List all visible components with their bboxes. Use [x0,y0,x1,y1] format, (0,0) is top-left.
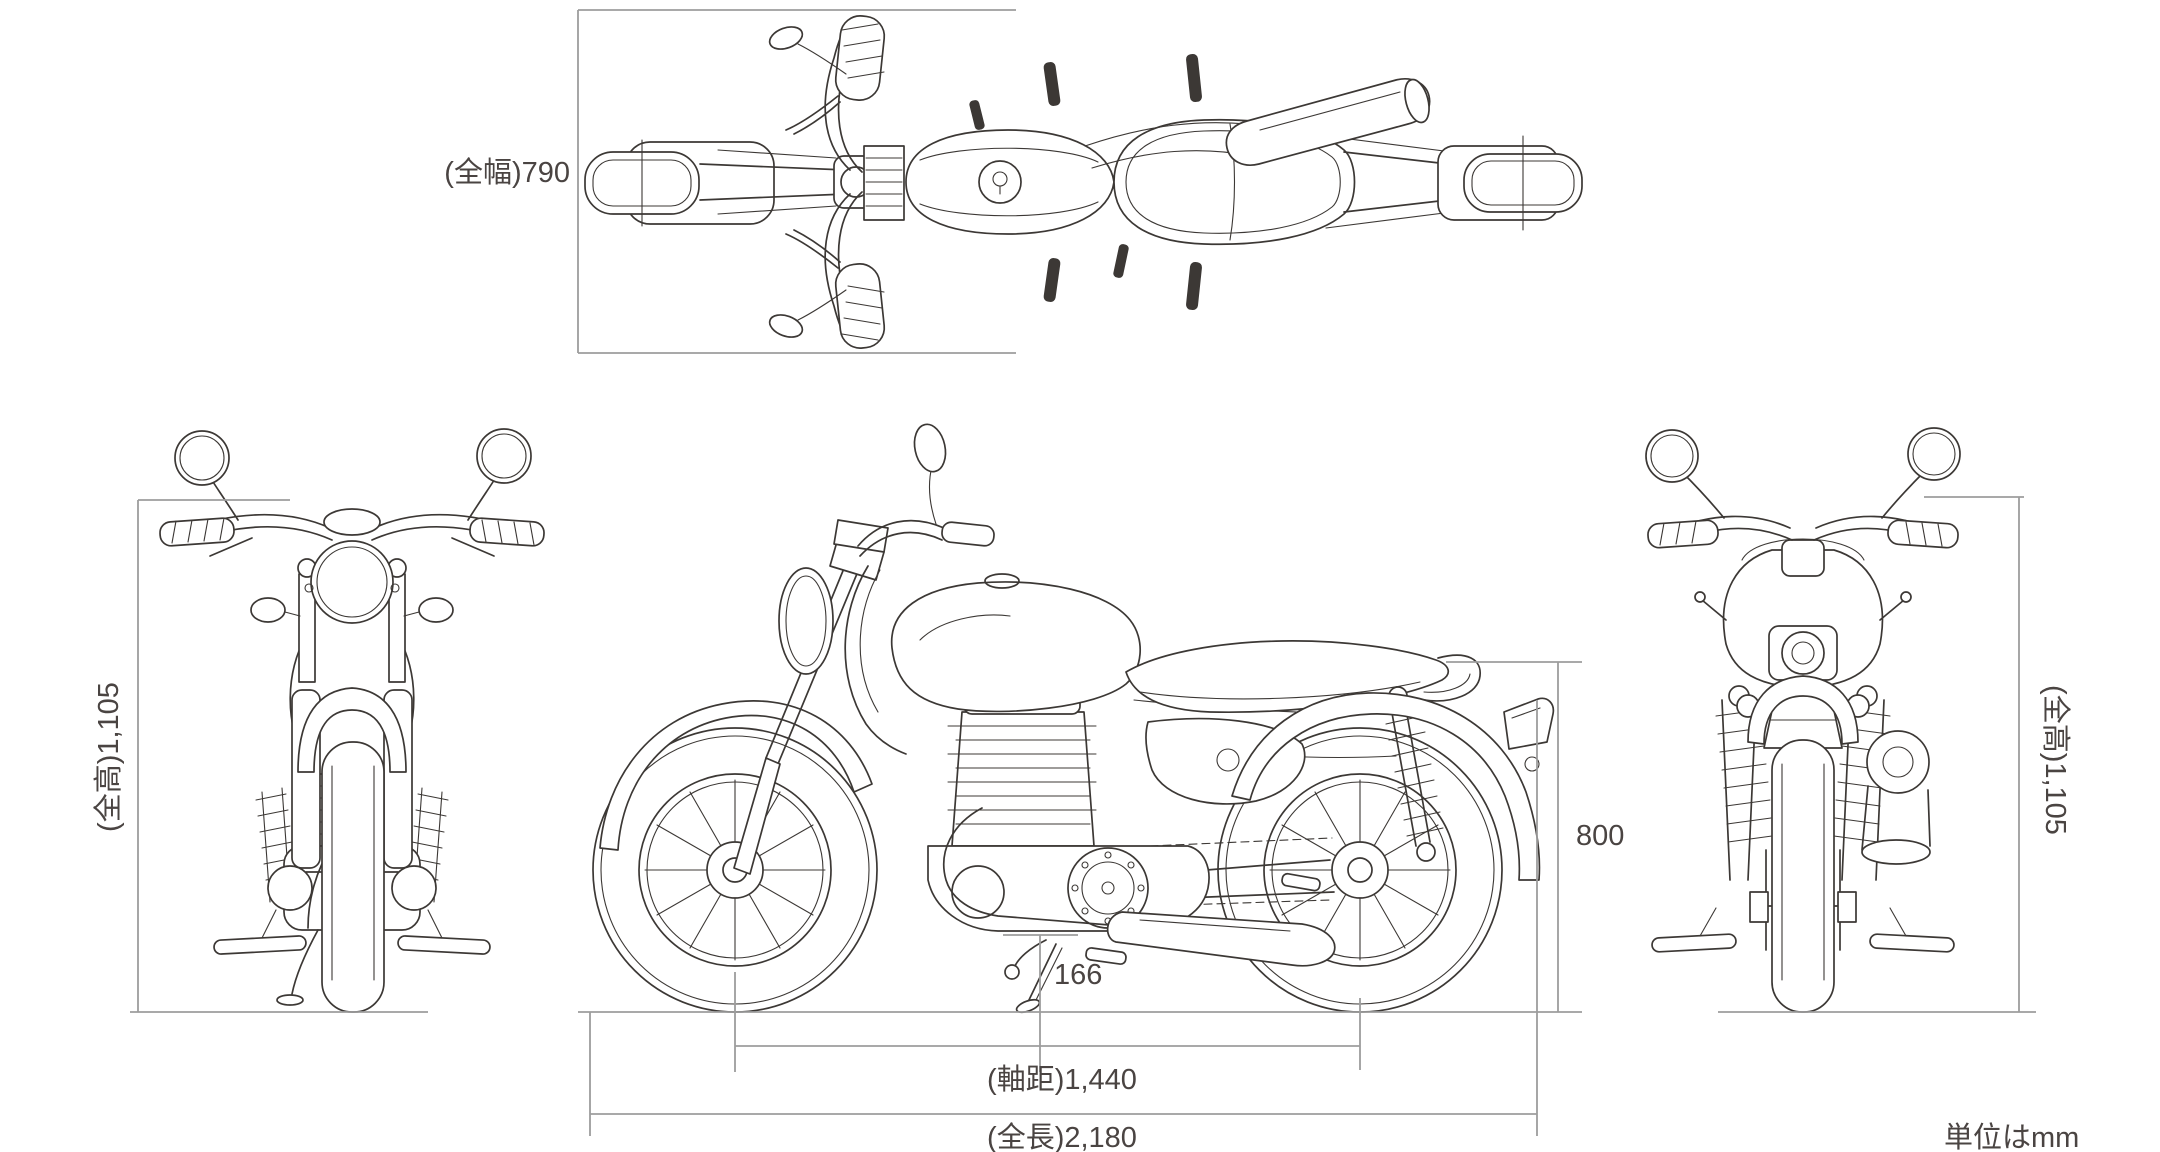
rear-tire [1747,675,1859,1013]
ground-clearance-label: 166 [1054,959,1102,991]
rear-handlebar [1647,515,1959,577]
front-left-grip [159,517,235,547]
overall-width-label: (全幅)790 [444,156,570,189]
front-height-dimension: (全高)1,105 [92,499,428,1013]
footpegs-top [969,53,1202,311]
front-footpegs [213,909,491,955]
side-rear-wheel [1217,727,1503,1013]
rear-height-dimension: (全高)1,105 [1718,496,2072,1013]
ground-clearance-dimension: 166 [1003,934,1102,1072]
side-taillight [1503,697,1555,750]
side-rear-fender [1231,692,1555,881]
exhaust-muffler-top [1084,78,1431,169]
side-grab-rail [1423,654,1481,702]
overall-width-dimension: (全幅)790 [444,9,1016,354]
rear-taillight [1781,631,1825,675]
dimension-annotations: (全幅)790 (全高)1,105 166 800 (軸距)1,440 [92,9,2079,1152]
side-fuel-cap [984,573,1020,589]
wheelbase-label: (軸距)1,440 [987,1063,1137,1096]
wheelbase-dimension: (軸距)1,440 [734,972,1361,1096]
front-headlight [304,540,400,624]
rear-mirrors [1645,427,1961,519]
rear-right-grip [1887,519,1959,549]
front-mirrors [174,428,532,521]
rear-tail-body [1694,538,1912,689]
seat-height-dimension: 800 [1446,661,1624,1012]
rear-view [1645,427,1961,1013]
rear-wheel-top [1437,135,1583,231]
front-turn-signals [250,597,454,623]
units-note: 単位はmm [1944,1121,2079,1152]
front-handlebar [159,508,545,557]
front-height-label: (全高)1,105 [92,682,125,832]
front-wheel-top [584,139,775,227]
front-speedometer [323,508,381,536]
front-view [159,428,545,1013]
rear-height-label: (全高)1,105 [2039,685,2072,835]
handlebar-top [768,15,886,349]
front-right-grip [469,517,545,547]
side-exhaust [942,807,1336,967]
top-view [584,15,1583,349]
left-grip-top [834,15,886,101]
side-headlight [778,519,889,675]
rear-footpegs [1651,907,1955,953]
seat-height-label: 800 [1576,820,1624,852]
fuel-tank-top [905,129,1115,235]
side-front-fender [599,700,873,851]
overall-length-label: (全長)2,180 [987,1121,1137,1152]
rear-left-grip [1647,519,1719,549]
overall-length-dimension: (全長)2,180 [589,700,1538,1152]
left-mirror-top [768,26,804,50]
side-view [592,423,1555,1014]
side-pegs-stand [1004,872,1321,1014]
right-grip-top [834,263,886,349]
side-handlebar-mirror [857,423,995,557]
rear-muffler [1861,730,1931,865]
side-fuel-tank [890,573,1142,713]
right-mirror-top [768,314,804,338]
fuel-cap-top [978,160,1022,204]
